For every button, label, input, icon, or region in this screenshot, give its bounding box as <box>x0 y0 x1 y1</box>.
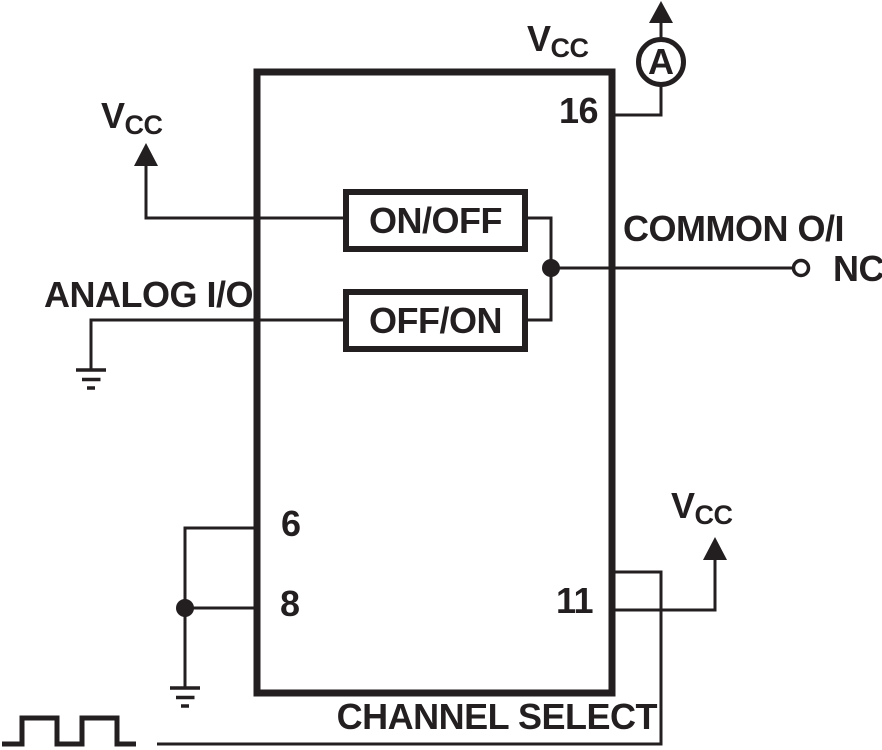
junction-dot <box>542 259 560 277</box>
vcc-subscript: CC <box>124 110 164 140</box>
vcc-main: V <box>671 485 695 526</box>
vcc-label-top-right: VCC <box>527 21 589 66</box>
vcc-main: V <box>527 18 551 59</box>
vcc-label-bottom-right: VCC <box>671 488 733 533</box>
on-off-box <box>343 189 528 252</box>
pin-6-label: 6 <box>281 503 301 544</box>
nc-terminal-icon <box>791 258 811 278</box>
vcc-label-top-left: VCC <box>101 98 163 143</box>
pin8-junction-dot <box>176 599 194 617</box>
common-oi-label: COMMON O/I <box>623 208 844 249</box>
square-wave-icon <box>2 715 136 747</box>
ammeter-vcc-arrow-icon <box>649 1 673 23</box>
analog-io-label: ANALOG I/O <box>44 274 254 315</box>
pin16-wire <box>612 85 663 117</box>
ammeter-label: A <box>648 41 674 82</box>
nc-label: NC <box>833 248 882 289</box>
pin-8-label: 8 <box>280 583 300 624</box>
pin6-pin8-wires <box>183 526 257 687</box>
vcc-main: V <box>101 95 125 136</box>
vcc-left-wire <box>144 165 347 220</box>
pins-ground-icon <box>170 686 200 708</box>
pin11-vcc-wire <box>612 557 717 612</box>
channel-select-wire <box>157 570 663 746</box>
vcc-left-arrow-icon <box>134 143 158 166</box>
channel-select-label: CHANNEL SELECT <box>336 696 658 737</box>
ammeter-circle-icon <box>636 37 686 87</box>
on-off-label: ON/OFF <box>369 199 502 241</box>
ic-outline <box>253 68 616 697</box>
analog-ground-icon <box>76 368 106 390</box>
off-on-label: OFF/ON <box>369 299 502 341</box>
analog-io-wire <box>89 318 347 369</box>
pin11-vcc-arrow-icon <box>703 537 727 560</box>
vcc-subscript: CC <box>550 33 590 63</box>
vcc-subscript: CC <box>694 500 734 530</box>
pin-16-label: 16 <box>559 90 599 131</box>
pin-11-label: 11 <box>556 580 594 621</box>
